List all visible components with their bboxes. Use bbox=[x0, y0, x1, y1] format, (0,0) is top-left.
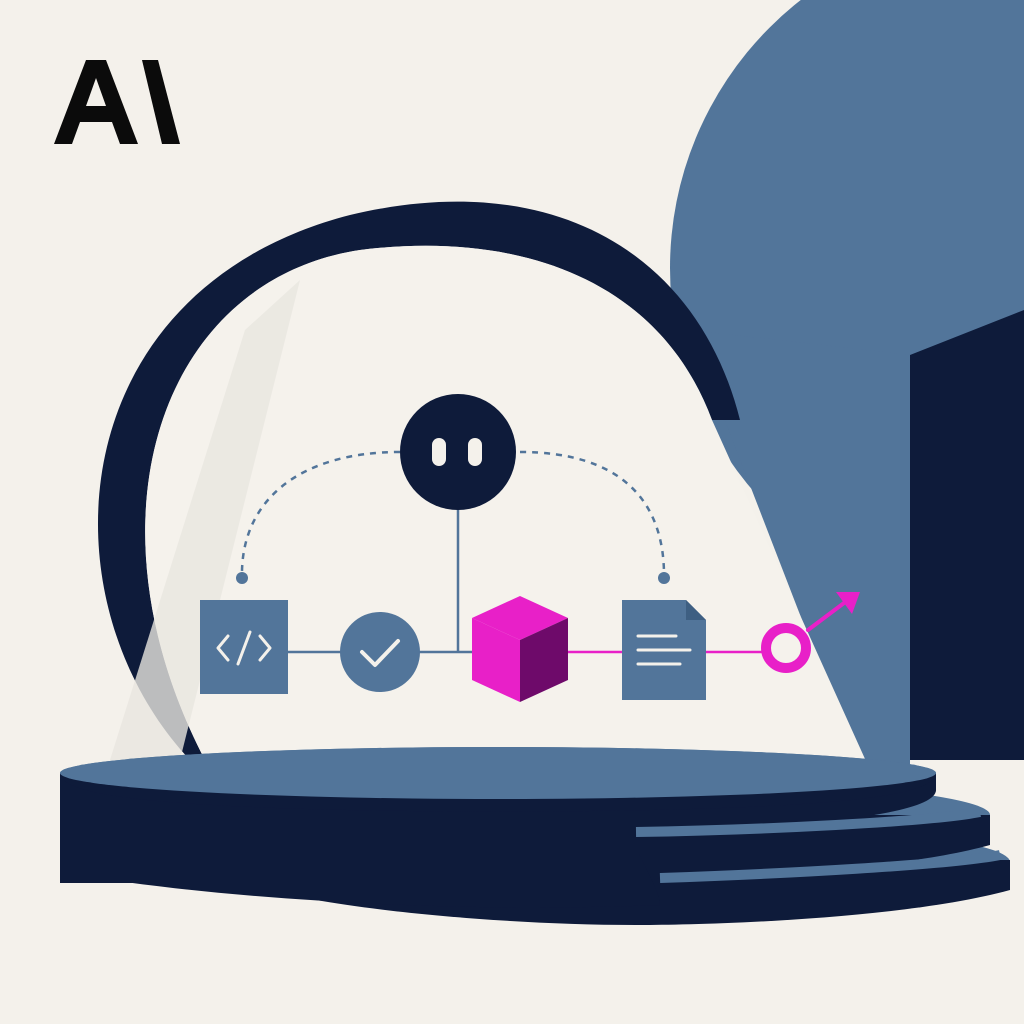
document-icon bbox=[622, 600, 706, 700]
checkmark-icon bbox=[340, 612, 420, 692]
link-dot-left bbox=[236, 572, 248, 584]
pedestal bbox=[60, 747, 1010, 925]
navy-doorway-block bbox=[910, 310, 1024, 760]
brand-logo: AI bbox=[54, 60, 180, 144]
light-shaft bbox=[110, 280, 300, 760]
dashed-link-left bbox=[240, 450, 401, 579]
robot-face-icon bbox=[400, 394, 516, 510]
link-dot-right bbox=[658, 572, 670, 584]
slate-light-beam bbox=[690, 330, 910, 770]
cube-icon bbox=[472, 596, 568, 702]
output-arrow-icon bbox=[761, 592, 860, 673]
code-brackets-icon bbox=[200, 600, 288, 694]
